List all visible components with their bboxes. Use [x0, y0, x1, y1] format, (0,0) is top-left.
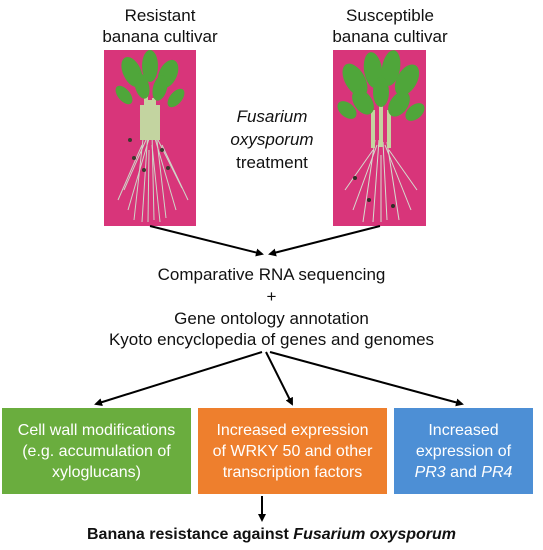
wrky-line2: of WRKY 50 and other: [212, 442, 373, 460]
result-box-wrky50: Increased expression of WRKY 50 and othe…: [198, 408, 387, 494]
result-box-pr-genes: Increased expression of PR3 and PR4: [394, 408, 533, 494]
susceptible-cultivar-label: Susceptible banana cultivar: [305, 5, 475, 47]
treatment-label: Fusarium oxysporum treatment: [212, 105, 332, 174]
resistant-plant-illustration: [115, 50, 189, 223]
treatment-line3: treatment: [236, 153, 308, 172]
resistant-label-line1: Resistant: [124, 6, 196, 25]
susceptible-label-line2: banana cultivar: [332, 27, 448, 46]
conclusion-pathogen: Fusarium oxysporum: [293, 526, 456, 543]
pr3-gene: PR3: [414, 463, 446, 481]
method-gene-ontology: Gene ontology annotation: [174, 309, 369, 328]
susceptible-label-line1: Susceptible: [346, 6, 434, 25]
arrow-resistant-to-seq: [149, 225, 264, 257]
pr-line1: Increased: [428, 421, 499, 439]
resistant-label-line2: banana cultivar: [102, 27, 218, 46]
wrky-line3: transcription factors: [222, 463, 363, 481]
result-box-cell-wall: Cell wall modifications (e.g. accumulati…: [2, 408, 191, 494]
treatment-line2: oxysporum: [230, 130, 314, 149]
method-kegg: Kyoto encyclopedia of genes and genomes: [108, 330, 435, 349]
wrky-line1: Increased expression: [216, 421, 369, 439]
conclusion-prefix: Banana resistance against: [86, 526, 294, 543]
arrow-to-cell-wall: [94, 351, 263, 407]
cell-wall-line3: xyloglucans): [52, 463, 141, 481]
pr-and: and: [445, 463, 482, 481]
pr4-gene: PR4: [481, 463, 513, 481]
conclusion-text: Banana resistance against Fusarium oxysp…: [0, 526, 543, 544]
cell-wall-line1: Cell wall modifications: [17, 421, 176, 439]
arrow-to-pr-genes: [269, 351, 464, 407]
treatment-line1: Fusarium: [236, 107, 308, 126]
method-plus-sign: +: [266, 287, 277, 306]
pr-line3: PR3 and PR4: [415, 462, 513, 483]
pr-line2: expression of: [415, 442, 512, 460]
resistant-cultivar-label: Resistant banana cultivar: [75, 5, 245, 47]
resistant-banana-photo: [104, 50, 196, 226]
arrow-to-wrky50: [265, 351, 293, 406]
arrow-susceptible-to-seq: [268, 225, 381, 257]
cell-wall-line2: (e.g. accumulation of: [22, 442, 171, 460]
method-rna-sequencing: Comparative RNA sequencing: [157, 265, 386, 284]
susceptible-banana-photo: [333, 50, 426, 226]
susceptible-plant-illustration: [337, 50, 425, 223]
